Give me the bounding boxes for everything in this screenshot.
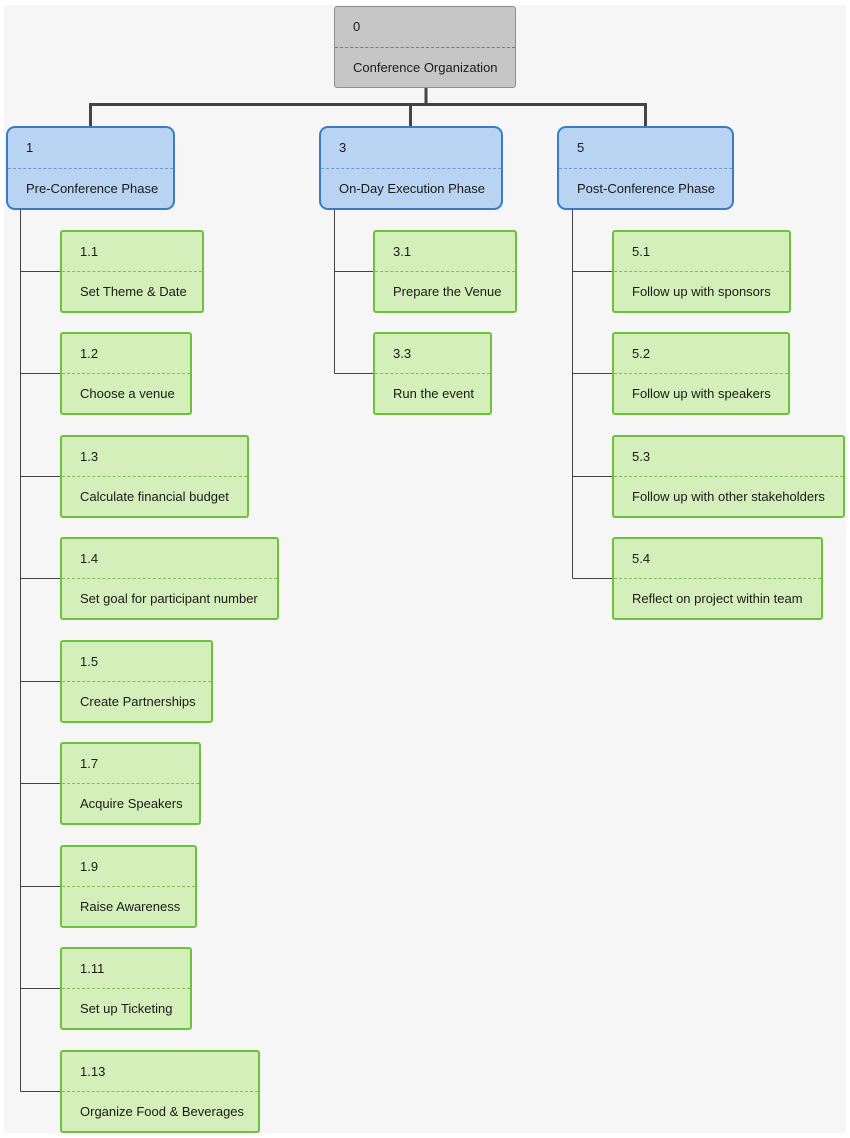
phase-node-post-conference[interactable]: 5 Post-Conference Phase bbox=[557, 126, 734, 210]
task-node-label: Follow up with sponsors bbox=[632, 284, 771, 299]
task-node-number: 1.2 bbox=[62, 334, 190, 374]
task-node-number: 5.4 bbox=[614, 539, 821, 579]
task-node-5-3[interactable]: 5.3 Follow up with other stakeholders bbox=[612, 435, 845, 518]
task-node-label: Create Partnerships bbox=[80, 694, 196, 709]
task-node-label: Choose a venue bbox=[80, 386, 175, 401]
task-node-number: 3.3 bbox=[375, 334, 490, 374]
task-node-label: Set Theme & Date bbox=[80, 284, 187, 299]
phase-node-pre-conference[interactable]: 1 Pre-Conference Phase bbox=[6, 126, 175, 210]
task-node-label: Follow up with other stakeholders bbox=[632, 489, 825, 504]
task-node-number: 1.9 bbox=[62, 847, 195, 887]
task-node-label: Run the event bbox=[393, 386, 474, 401]
phase-node-number: 5 bbox=[559, 128, 732, 169]
phase-node-number: 3 bbox=[321, 128, 501, 169]
task-node-number: 5.2 bbox=[614, 334, 788, 374]
task-node-3-3[interactable]: 3.3 Run the event bbox=[373, 332, 492, 415]
task-node-label: Set up Ticketing bbox=[80, 1001, 173, 1016]
task-node-number: 5.1 bbox=[614, 232, 789, 272]
task-node-label: Follow up with speakers bbox=[632, 386, 771, 401]
task-node-1-2[interactable]: 1.2 Choose a venue bbox=[60, 332, 192, 415]
task-node-label: Acquire Speakers bbox=[80, 796, 183, 811]
task-node-1-4[interactable]: 1.4 Set goal for participant number bbox=[60, 537, 279, 620]
task-node-number: 1.13 bbox=[62, 1052, 258, 1092]
task-node-1-1[interactable]: 1.1 Set Theme & Date bbox=[60, 230, 204, 313]
root-node-number: 0 bbox=[335, 7, 515, 48]
task-node-number: 3.1 bbox=[375, 232, 515, 272]
phase-node-label: On-Day Execution Phase bbox=[339, 180, 485, 196]
task-node-1-3[interactable]: 1.3 Calculate financial budget bbox=[60, 435, 249, 518]
task-node-label: Prepare the Venue bbox=[393, 284, 502, 299]
task-node-number: 1.11 bbox=[62, 949, 190, 989]
task-node-label: Raise Awareness bbox=[80, 899, 181, 914]
task-node-1-7[interactable]: 1.7 Acquire Speakers bbox=[60, 742, 201, 825]
phase-node-label: Post-Conference Phase bbox=[577, 180, 716, 196]
phase-node-label: Pre-Conference Phase bbox=[26, 180, 159, 196]
task-node-3-1[interactable]: 3.1 Prepare the Venue bbox=[373, 230, 517, 313]
task-node-number: 5.3 bbox=[614, 437, 843, 477]
task-node-5-1[interactable]: 5.1 Follow up with sponsors bbox=[612, 230, 791, 313]
task-node-1-13[interactable]: 1.13 Organize Food & Beverages bbox=[60, 1050, 260, 1133]
task-node-label: Organize Food & Beverages bbox=[80, 1104, 245, 1119]
task-node-number: 1.4 bbox=[62, 539, 277, 579]
task-node-5-2[interactable]: 5.2 Follow up with speakers bbox=[612, 332, 790, 415]
task-node-label: Calculate financial budget bbox=[80, 489, 229, 504]
root-node[interactable]: 0 Conference Organization bbox=[334, 6, 516, 88]
task-node-number: 1.1 bbox=[62, 232, 202, 272]
phase-node-on-day-execution[interactable]: 3 On-Day Execution Phase bbox=[319, 126, 503, 210]
phase-node-number: 1 bbox=[8, 128, 173, 169]
task-node-5-4[interactable]: 5.4 Reflect on project within team bbox=[612, 537, 823, 620]
task-node-number: 1.7 bbox=[62, 744, 199, 784]
task-node-1-5[interactable]: 1.5 Create Partnerships bbox=[60, 640, 213, 723]
root-node-label: Conference Organization bbox=[353, 59, 498, 75]
task-node-number: 1.5 bbox=[62, 642, 211, 682]
task-node-number: 1.3 bbox=[62, 437, 247, 477]
task-node-1-9[interactable]: 1.9 Raise Awareness bbox=[60, 845, 197, 928]
task-node-1-11[interactable]: 1.11 Set up Ticketing bbox=[60, 947, 192, 1030]
task-node-label: Set goal for participant number bbox=[80, 591, 258, 606]
task-node-label: Reflect on project within team bbox=[632, 591, 803, 606]
